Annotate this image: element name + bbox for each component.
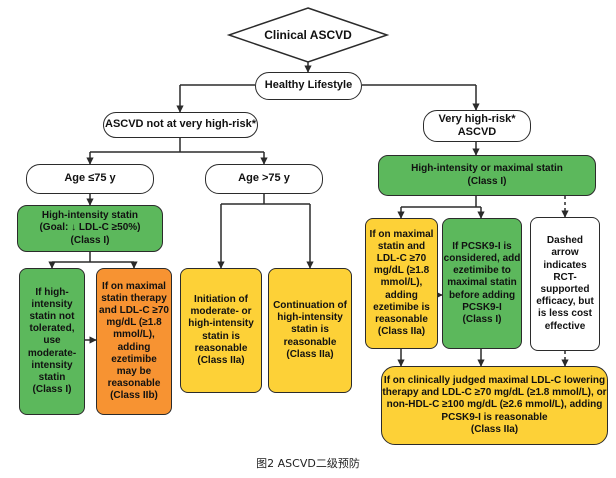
very-high-node: Very high-risk* ASCVD bbox=[423, 110, 531, 142]
dashed-note-node: Dashed arrow indicates RCT- supported ef… bbox=[530, 217, 600, 351]
not-tolerated-node: If high- intensity statin not tolerated,… bbox=[19, 268, 85, 415]
figure-caption: 图2 ASCVD二级预防 bbox=[256, 457, 360, 470]
high-maximal-node: High-intensity or maximal statin (Class … bbox=[378, 155, 596, 196]
start-label: Clinical ASCVD bbox=[264, 27, 352, 42]
continuation-node: Continuation of high-intensity statin is… bbox=[268, 268, 352, 393]
high-intensity-node: High-intensity statin (Goal: ↓ LDL-C ≥50… bbox=[17, 205, 163, 252]
age-le75-node: Age ≤75 y bbox=[26, 164, 154, 194]
age-gt75-node: Age >75 y bbox=[205, 164, 323, 194]
add-ezetimibe-ldl-node: If on maximal statin therapy and LDL-C ≥… bbox=[96, 268, 172, 415]
pcsk9-reasonable-node: If on clinically judged maximal LDL-C lo… bbox=[381, 366, 608, 445]
not-very-high-node: ASCVD not at very high-risk* bbox=[103, 112, 258, 138]
pcsk9-considered-node: If PCSK9-I is considered, add ezetimibe … bbox=[442, 218, 522, 349]
max-statin-ezetimibe-node: If on maximal statin and LDL-C ≥70 mg/dL… bbox=[365, 218, 438, 349]
initiation-node: Initiation of moderate- or high-intensit… bbox=[180, 268, 262, 393]
lifestyle-node: Healthy Lifestyle bbox=[255, 72, 362, 100]
